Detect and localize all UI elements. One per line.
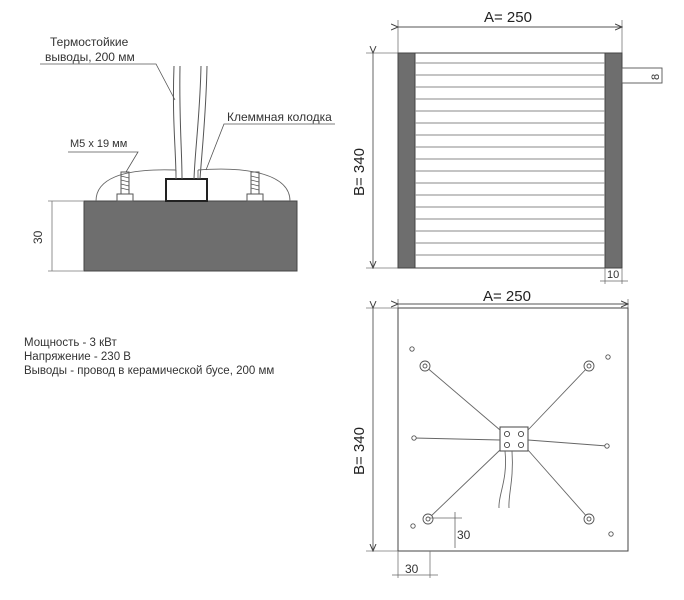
lead-wire-right [193, 65, 202, 180]
side-projection [621, 67, 663, 84]
stud-label: М5 х 19 мм [70, 138, 128, 150]
stud-right [246, 171, 264, 202]
lead-wire-left [172, 65, 177, 180]
stud-left [116, 171, 134, 202]
spec-voltage: Напряжение - 230 В [24, 351, 131, 363]
offset-x-dim-label: 30 [405, 562, 419, 576]
top-view [366, 20, 663, 284]
side-height-dim-label: 30 [31, 230, 45, 244]
radiator-side-right [604, 52, 623, 269]
top-width-dim-label: A= 250 [484, 9, 532, 26]
bottom-view [366, 299, 628, 578]
edge-dim-label: 10 [607, 269, 620, 281]
bottom-height-dim-label: B= 340 [351, 427, 368, 475]
terminal-block-label: Клеммная колодка [227, 110, 332, 124]
stud-wire-left [95, 169, 177, 202]
junction-box [499, 426, 529, 452]
bottom-width-dim-label: A= 250 [483, 288, 531, 305]
leader-stud [68, 151, 139, 173]
radiator-fins [415, 62, 605, 256]
radiator-side-left [397, 52, 416, 269]
wires-label-line1: Термостойкие [50, 35, 129, 49]
offset-y-dim-label: 30 [457, 528, 471, 542]
spec-leads: Выводы - провод в керамической бусе, 200… [24, 365, 275, 377]
terminal-block [165, 178, 208, 202]
leader-wires [40, 63, 176, 101]
mount-holes [409, 346, 614, 537]
wires-label-line2: выводы, 200 мм [45, 50, 135, 64]
side-dim-label: 8 [650, 73, 662, 80]
side-view [40, 63, 335, 272]
heater-body [83, 200, 298, 272]
top-height-dim-label: B= 340 [351, 148, 368, 196]
internal-wiring [413, 365, 608, 520]
spec-power: Мощность - 3 кВт [24, 337, 117, 349]
stud-wire-right [197, 168, 291, 202]
leader-terminal [205, 123, 335, 171]
